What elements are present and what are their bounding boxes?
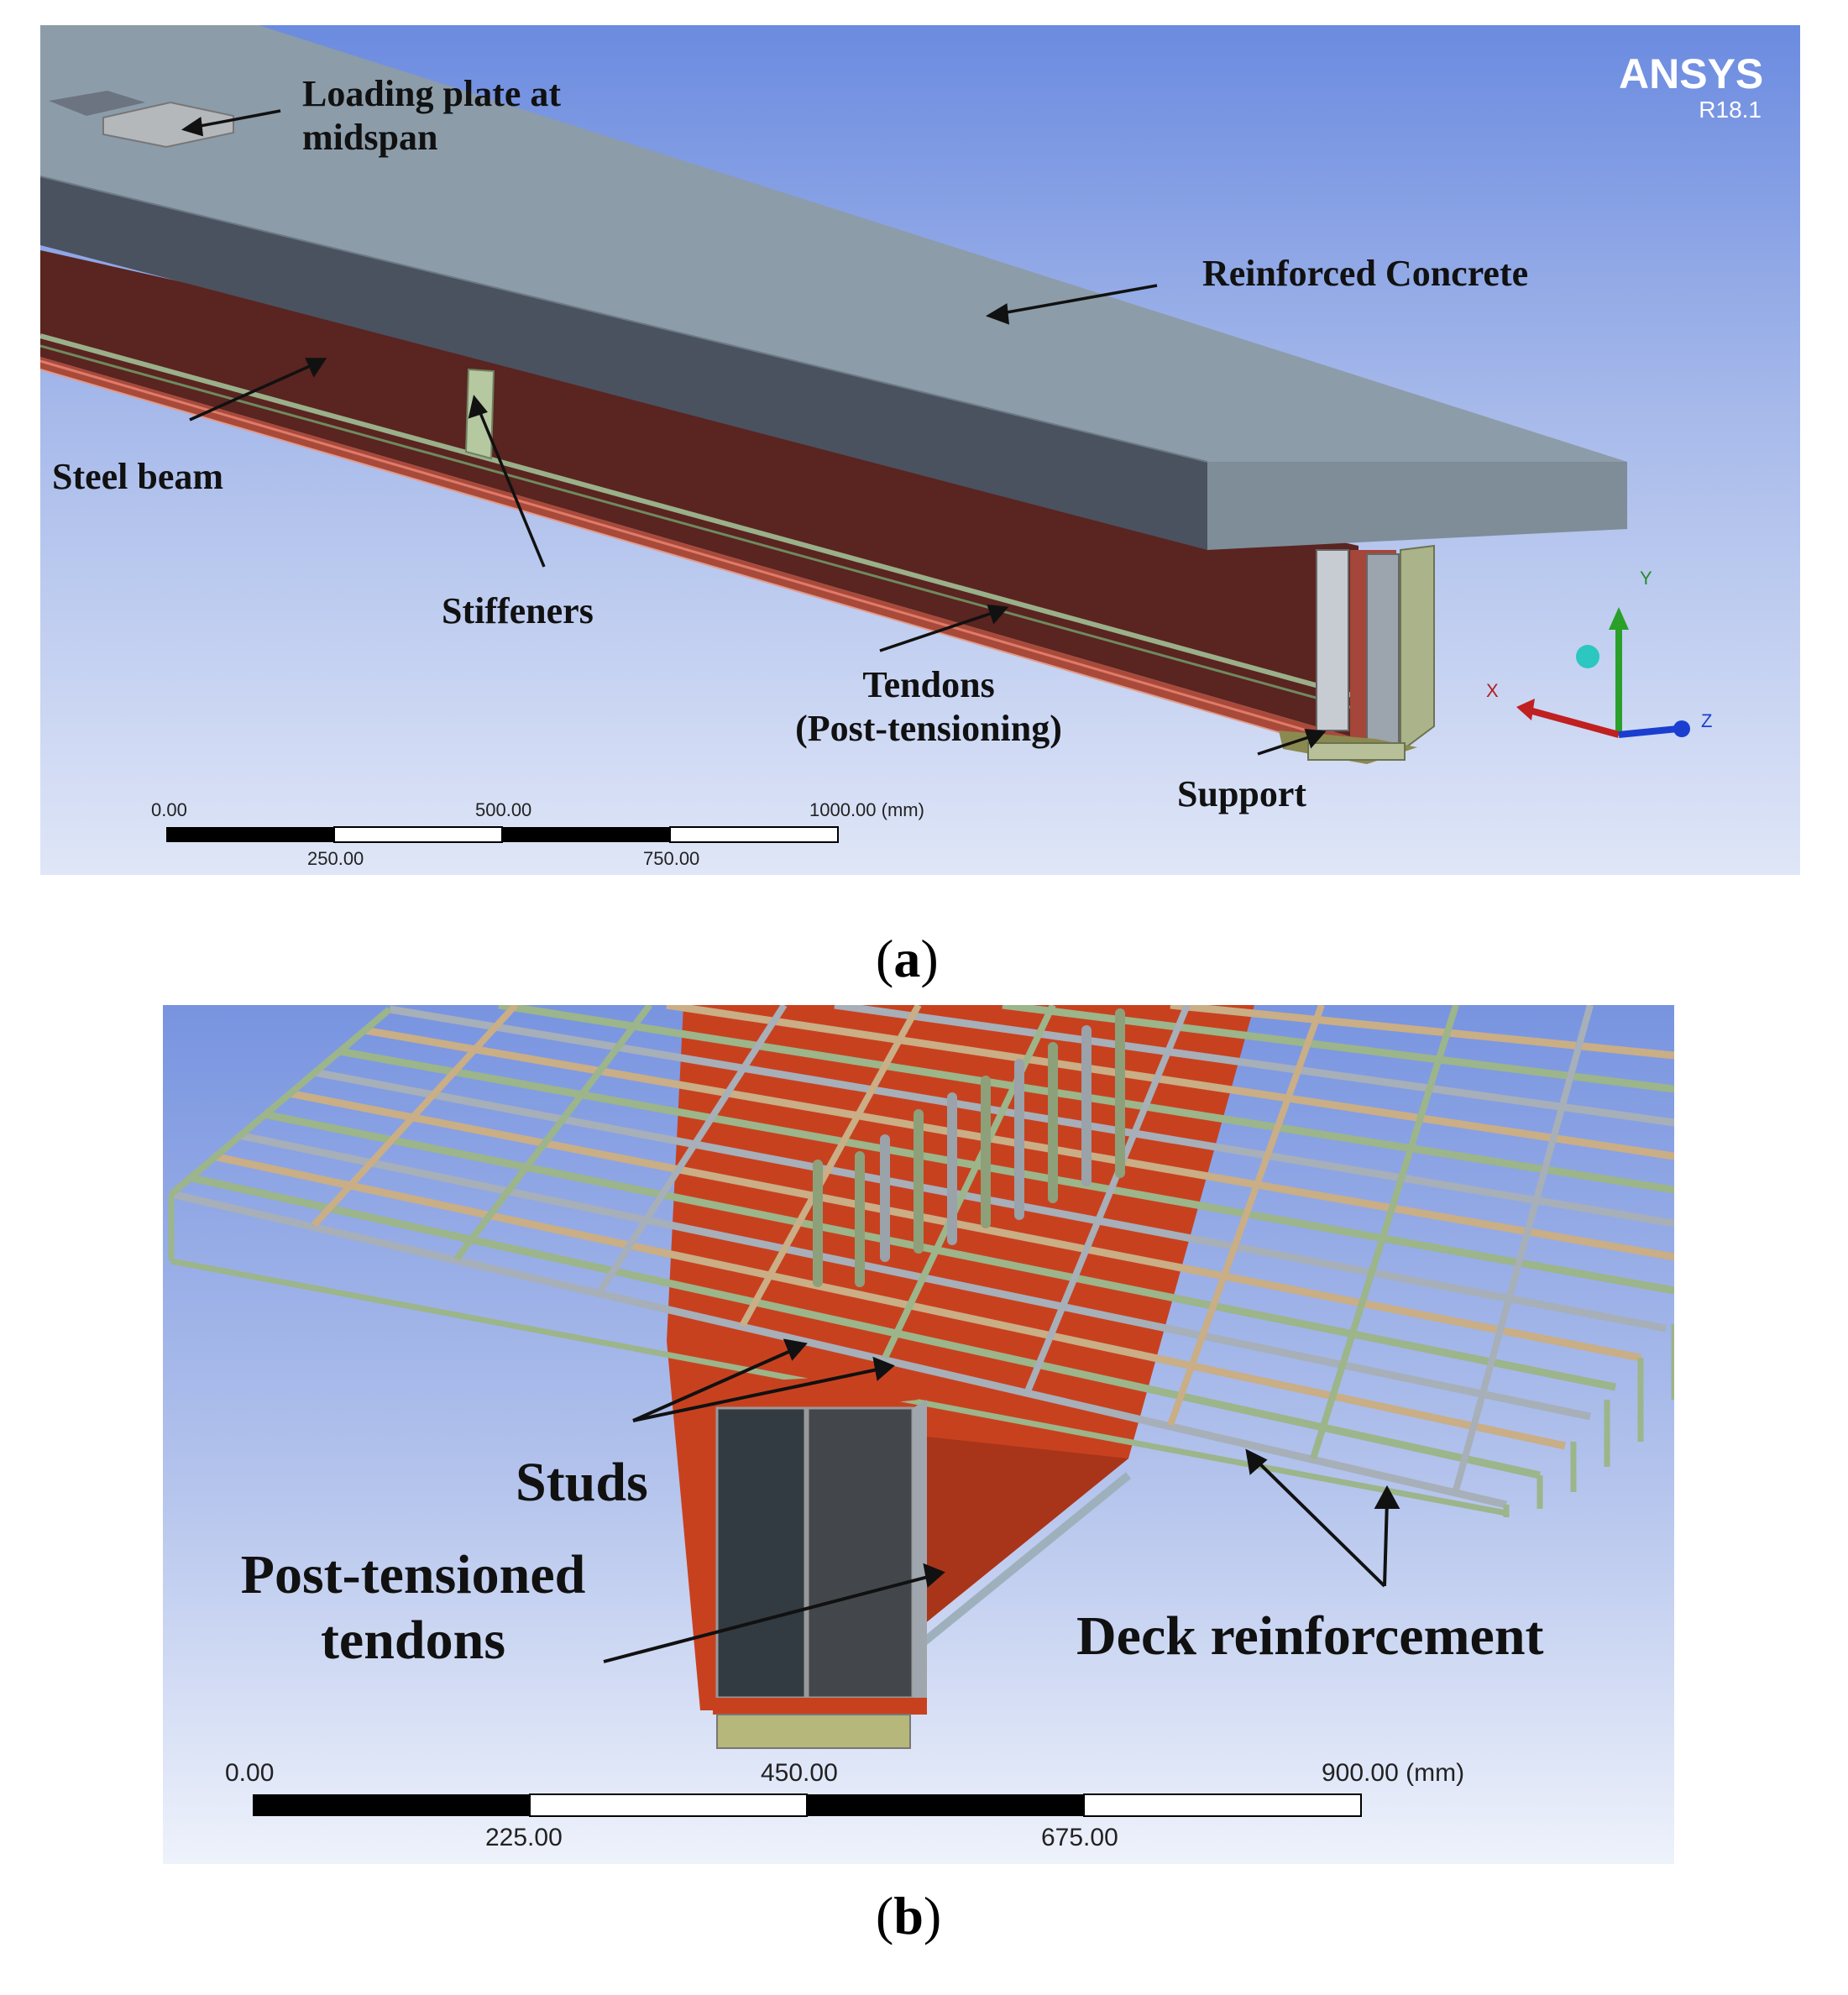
tendon-line-1 — [40, 333, 1359, 699]
tendon-b — [898, 1472, 1132, 1663]
label-support: Support — [1177, 773, 1307, 814]
scale-b-tick-450: 450.00 — [761, 1759, 838, 1787]
end-plate-left — [715, 1406, 807, 1699]
axis-label-z: Z — [1701, 710, 1713, 731]
scale-b-tick-900: 900.00 (mm) — [1322, 1759, 1465, 1787]
scale-a-tick-250: 250.00 — [307, 848, 364, 869]
end-cap-bottom — [713, 1698, 927, 1715]
view-sphere — [1576, 645, 1599, 668]
axis-label-y: Y — [1640, 568, 1652, 589]
scale-bar-a — [166, 826, 839, 843]
end-plate-right — [806, 1406, 914, 1699]
shear-studs — [813, 1008, 1125, 1287]
slab-edge — [40, 175, 1208, 463]
scale-a-tick-500: 500.00 — [475, 799, 532, 820]
ansys-version: R18.1 — [1699, 97, 1762, 123]
concrete-slab-top — [40, 25, 1627, 546]
label-reinforced-concrete: Reinforced Concrete — [1202, 253, 1529, 294]
figure-a-viewport: ANSYS R18.1 Loading plate at midspan Rei… — [40, 25, 1800, 875]
caption-a: (a) — [876, 929, 939, 988]
scale-a-tick-1000: 1000.00 (mm) — [809, 799, 924, 820]
scale-b-tick-225: 225.00 — [485, 1824, 563, 1851]
beam-model-drawing — [40, 25, 1690, 843]
axis-label-x: X — [1486, 680, 1499, 701]
z-axis-arrow — [1618, 725, 1678, 738]
concrete-slab-side — [40, 176, 1207, 550]
ansys-name: ANSYS — [1619, 50, 1764, 97]
flange-edge-2 — [40, 369, 1359, 757]
end-plate-4 — [1400, 544, 1435, 753]
loading-plate — [102, 101, 234, 149]
deck-rebar-transverse — [169, 1005, 1594, 1492]
scale-bar-b — [253, 1793, 1362, 1817]
ansys-logo: ANSYS R18.1 — [1619, 50, 1764, 123]
figure-b-viewport: Studs Post-tensioned tendons Deck reinfo… — [163, 1005, 1674, 1864]
steel-beam-web — [40, 250, 1359, 739]
concrete-slab-front-face — [1207, 462, 1627, 550]
label-post-tensioned-tendons: Post-tensioned tendons — [240, 1544, 586, 1671]
flange-edge-1 — [40, 359, 1359, 747]
support-base — [1307, 742, 1406, 761]
scale-b-tick-0: 0.00 — [225, 1759, 275, 1787]
label-deck-reinforcement: Deck reinforcement — [1076, 1605, 1544, 1667]
label-loading-plate: Loading plate at midspan — [302, 73, 562, 158]
end-plate-1 — [1316, 549, 1349, 731]
label-stiffeners: Stiffeners — [442, 590, 594, 631]
label-studs: Studs — [516, 1452, 648, 1513]
end-plate-3 — [1366, 553, 1400, 748]
x-axis-arrow — [1525, 706, 1620, 738]
scale-a-tick-750: 750.00 — [643, 848, 700, 869]
end-plate-side — [913, 1400, 927, 1710]
support-base-b — [716, 1714, 911, 1749]
annotation-arrows-b — [603, 1338, 1400, 1663]
caption-b: (b) — [876, 1886, 942, 1945]
loading-plate-left — [49, 91, 145, 116]
scale-a-tick-0: 0.00 — [151, 799, 187, 820]
reinforcement-model-drawing — [168, 1005, 1674, 1817]
end-cap-top — [725, 1375, 919, 1416]
annotation-arrows — [181, 109, 1327, 756]
tendon-line-2 — [40, 344, 1359, 711]
label-steel-beam: Steel beam — [52, 456, 224, 497]
label-tendons: Tendons (Post-tensioning) — [795, 664, 1062, 749]
coordinate-triad — [1516, 607, 1690, 738]
scale-b-tick-675: 675.00 — [1041, 1824, 1118, 1851]
